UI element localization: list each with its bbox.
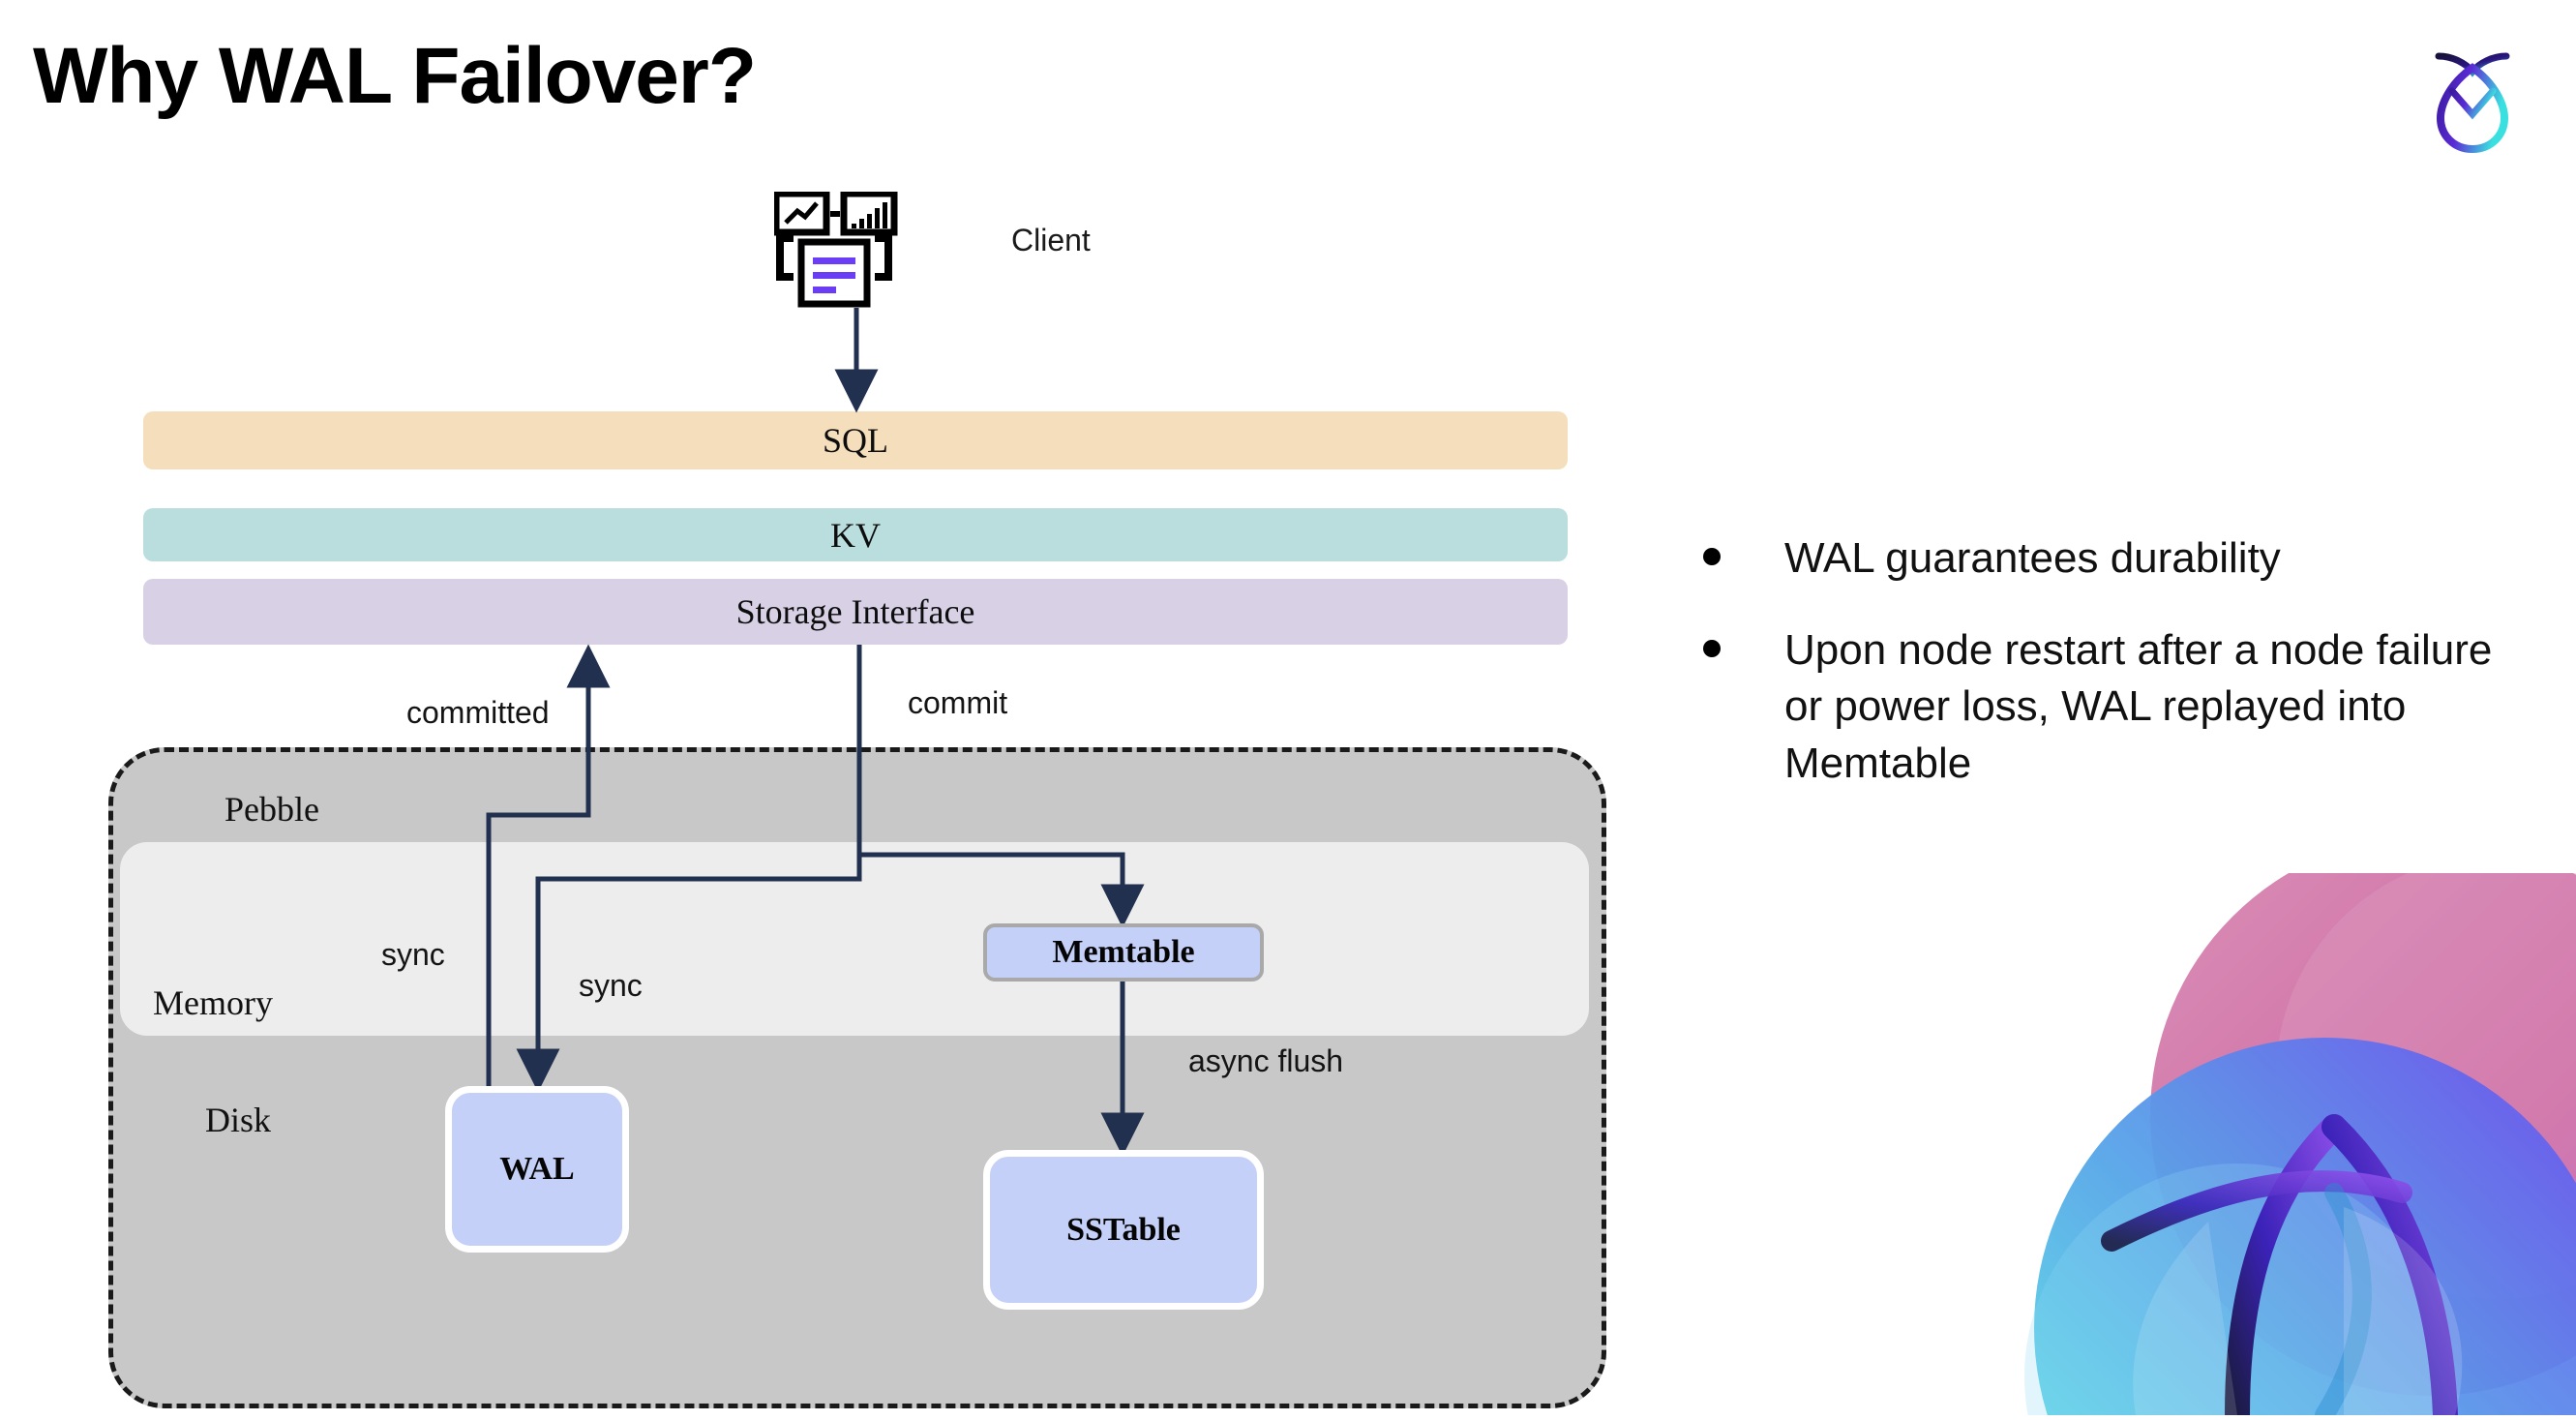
memory-region [120,842,1589,1036]
pebble-label: Pebble [225,790,319,829]
node-wal-label: WAL [499,1151,575,1187]
layer-bar-storage-interface: Storage Interface [143,579,1568,645]
edge-label-commit: commit [908,685,1008,720]
bullet-text: WAL guarantees durability [1784,534,2281,582]
client-label: Client [1011,223,1091,257]
node-memtable: Memtable [983,923,1264,982]
bullet-dot-icon [1703,548,1721,565]
decorative-circles-graphic [1918,873,2576,1415]
client-device-icon [772,190,929,308]
edge-label-committed: committed [406,695,550,730]
cockroach-logo-icon [2411,31,2533,154]
disk-region-label: Disk [205,1101,272,1139]
layer-bar-kv: KV [143,508,1568,561]
layer-bar-kv-label: KV [830,515,881,555]
layer-bar-sql-label: SQL [822,421,888,460]
node-sstable-label: SSTable [1066,1211,1181,1248]
bullet-list: WAL guarantees durability Upon node rest… [1703,530,2526,827]
edge-label-sync-left: sync [381,937,445,972]
node-memtable-label: Memtable [1052,934,1195,970]
list-item: Upon node restart after a node failure o… [1703,622,2526,793]
layer-bar-sql: SQL [143,411,1568,469]
node-wal: WAL [445,1086,629,1253]
layer-bar-storage-interface-label: Storage Interface [735,592,975,631]
bullet-dot-icon [1703,639,1721,657]
bullet-text: Upon node restart after a node failure o… [1784,625,2493,787]
list-item: WAL guarantees durability [1703,530,2526,588]
node-sstable: SSTable [983,1150,1264,1310]
edge-label-sync-right: sync [579,968,643,1003]
memory-region-label: Memory [153,983,273,1022]
edge-label-async-flush: async flush [1188,1043,1344,1078]
page-title: Why WAL Failover? [33,32,757,120]
